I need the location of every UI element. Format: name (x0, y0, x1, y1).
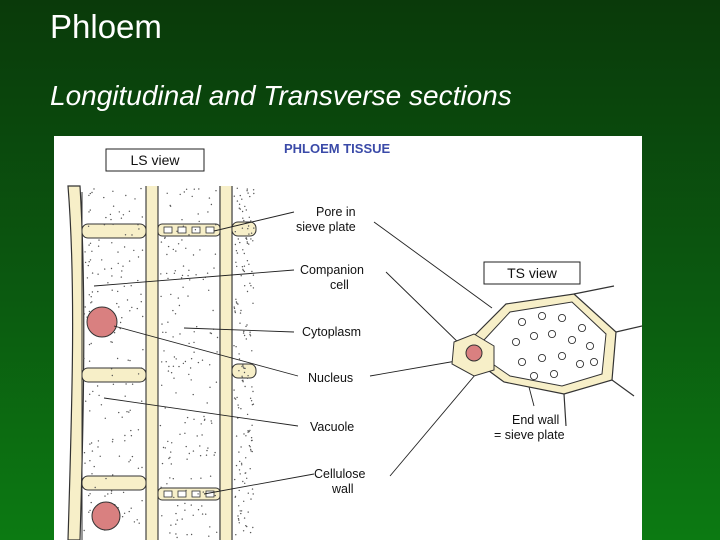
nucleus-ls-lower (91, 501, 121, 531)
figure-labels: Pore in sieve plate Companion cell Cytop… (296, 205, 565, 496)
figure-heading: PHLOEM TISSUE (284, 141, 391, 156)
nucleus-ls-upper (86, 306, 118, 338)
ls-view-label: LS view (130, 152, 180, 168)
label-pore-1: Pore in (316, 205, 356, 219)
ts-view-label-box: TS view (483, 261, 581, 285)
label-vacuole: Vacuole (310, 420, 354, 434)
sieve-plate-pores (511, 311, 599, 381)
cytoplasm-stipple (83, 187, 255, 539)
label-companion-2: cell (330, 278, 349, 292)
phloem-diagram: PHLOEM TISSUE LS view (67, 141, 642, 540)
transverse-section (451, 285, 642, 427)
nucleus-ts (465, 344, 483, 362)
label-pore-2: sieve plate (296, 220, 356, 234)
label-nucleus: Nucleus (308, 371, 353, 385)
label-companion-1: Companion (300, 263, 364, 277)
phloem-figure-panel: PHLOEM TISSUE LS view (54, 136, 642, 540)
slide-title: Phloem (50, 8, 162, 45)
label-cytoplasm: Cytoplasm (302, 325, 361, 339)
label-endwall-2: = sieve plate (494, 428, 565, 442)
ts-view-label: TS view (507, 265, 558, 281)
label-cellulose-1: Cellulose (314, 467, 365, 481)
longitudinal-section (67, 185, 257, 540)
ls-view-label-box: LS view (105, 148, 205, 172)
slide-subtitle: Longitudinal and Transverse sections (50, 80, 512, 111)
label-cellulose-2: wall (331, 482, 354, 496)
label-endwall-1: End wall (512, 413, 559, 427)
